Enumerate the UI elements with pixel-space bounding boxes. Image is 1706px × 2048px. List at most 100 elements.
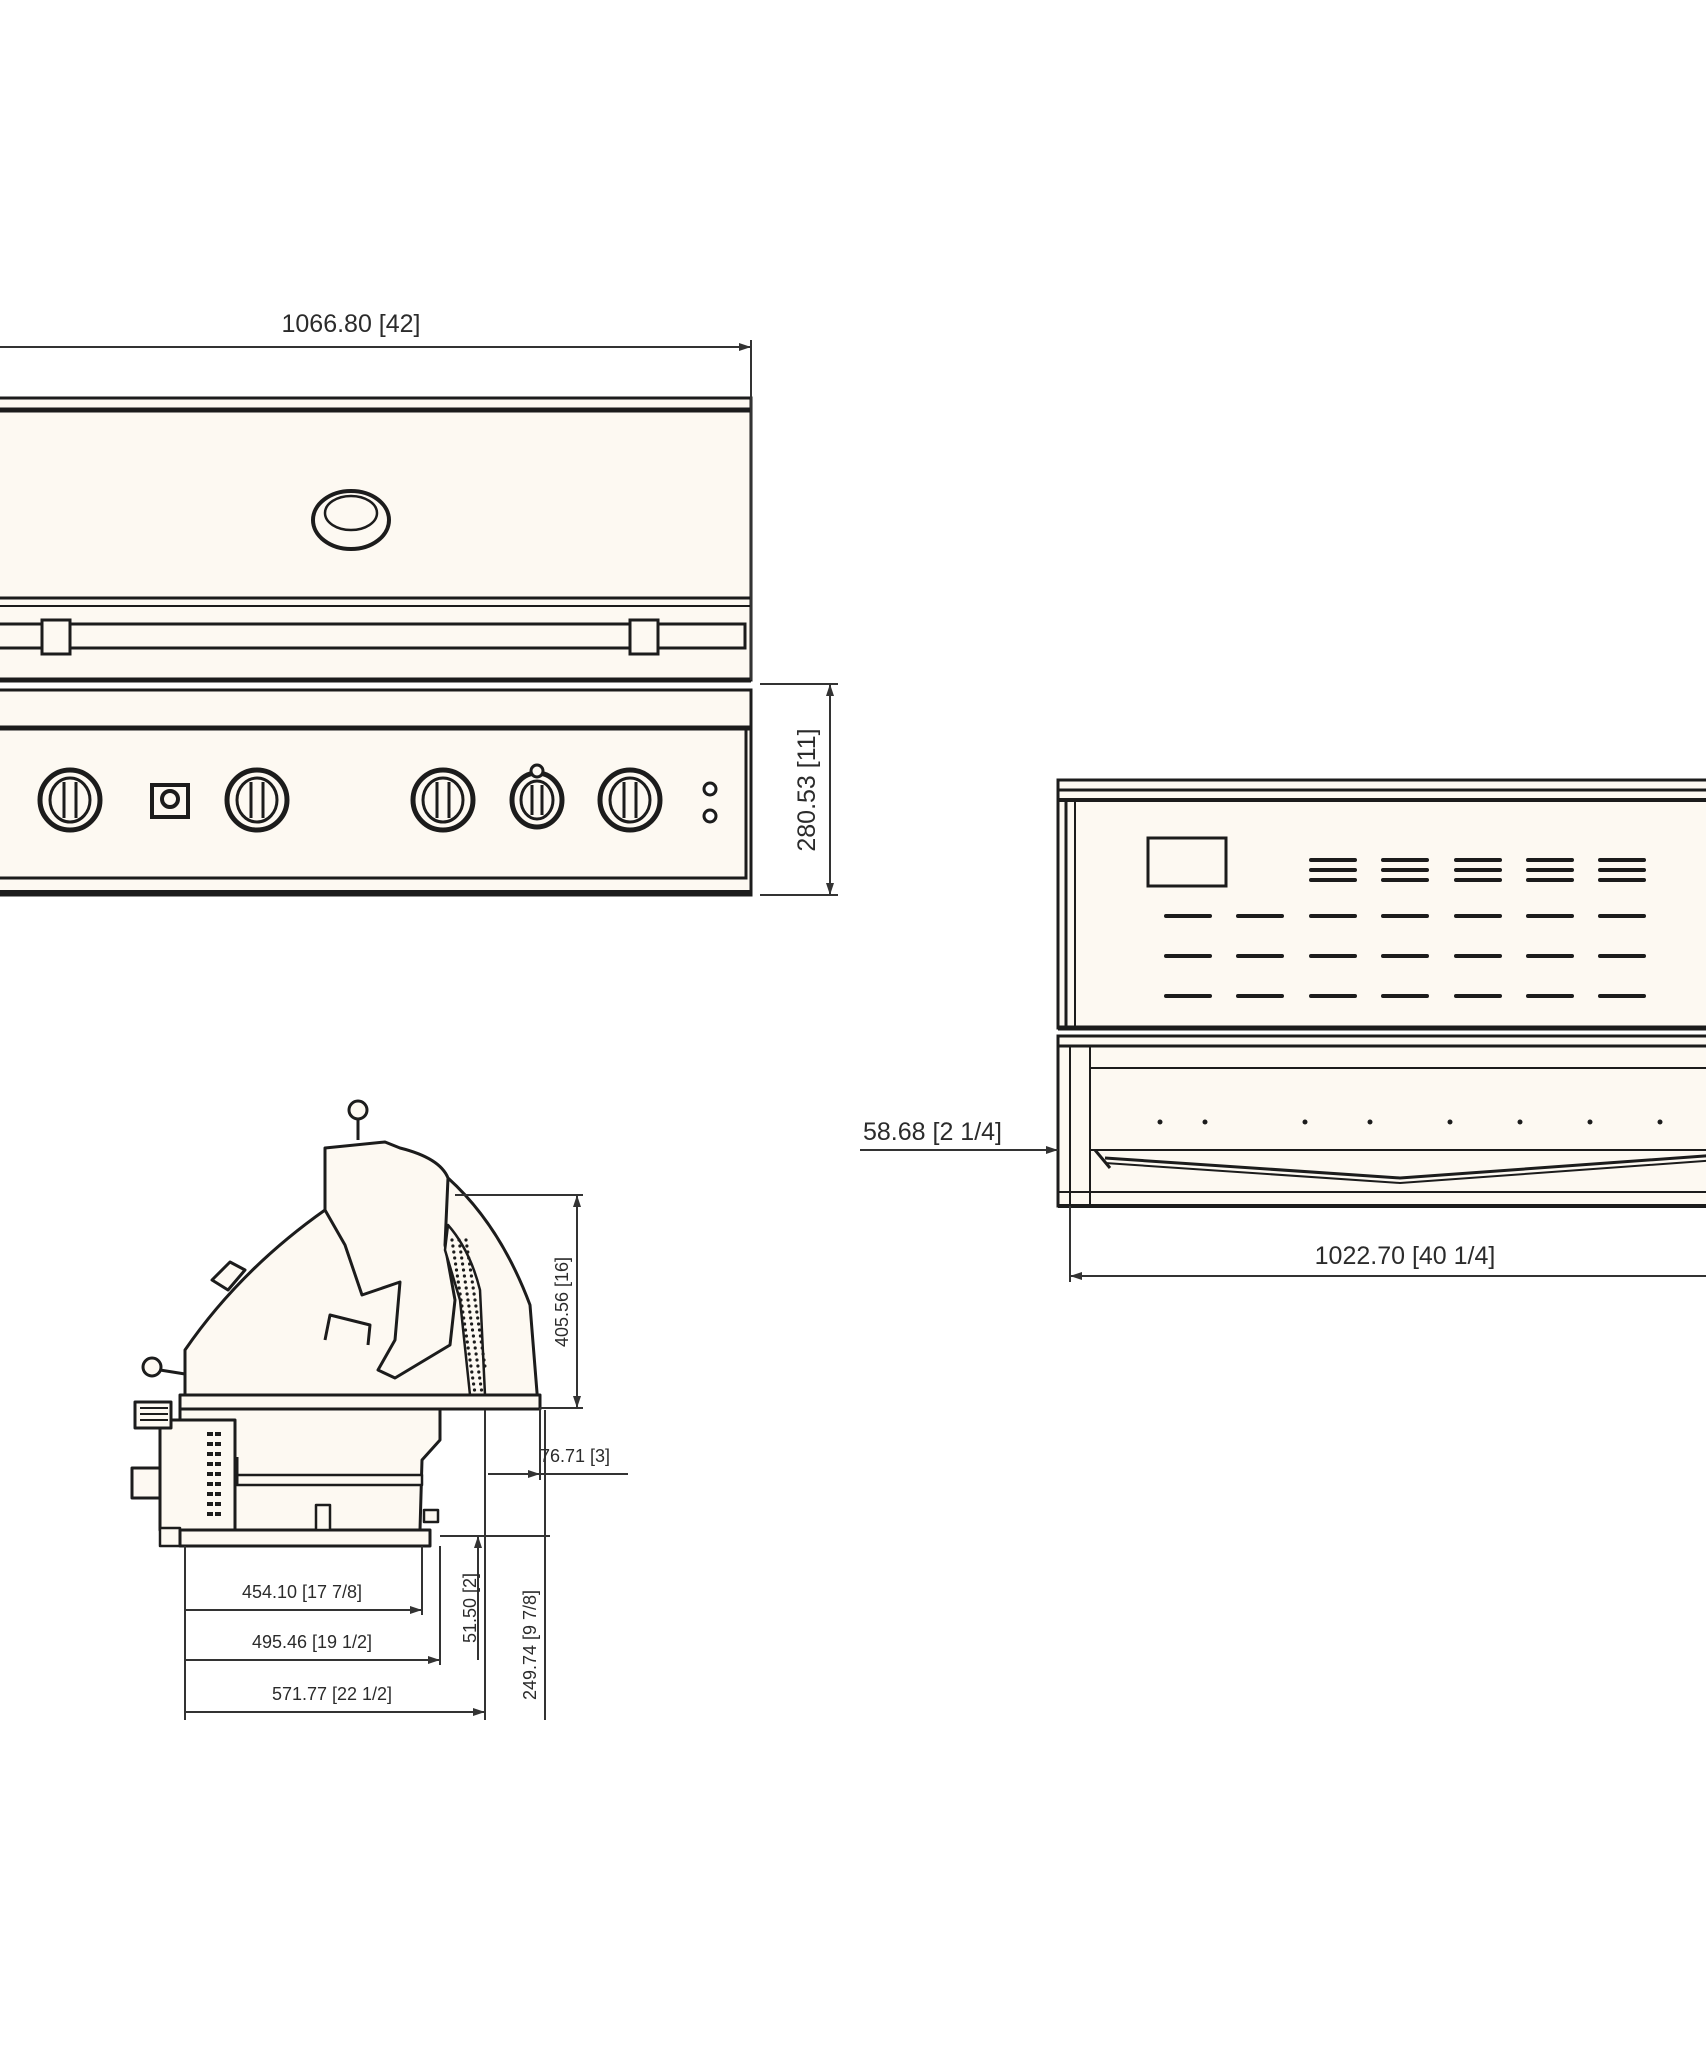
perforation [476,1364,480,1368]
perforation [458,1292,462,1296]
perforation [460,1304,464,1308]
perforation [480,1346,484,1350]
perforation [473,1346,477,1350]
perforation [479,1382,483,1386]
perforation [458,1244,462,1248]
perforation [464,1286,468,1290]
perforation [459,1298,463,1302]
perforation [472,1292,476,1296]
perforation [460,1256,464,1260]
vent-slot [215,1512,221,1516]
handle-bracket-right [628,618,660,656]
perforation [463,1322,467,1326]
burner-knob-4-icon [597,767,663,833]
side-body-depth-label: 495.46 [19 1/2] [252,1632,372,1652]
vent-slot [207,1432,213,1436]
perforation [465,1340,469,1344]
vent-slot [207,1462,213,1466]
perforation [461,1310,465,1314]
vent-slot [207,1502,213,1506]
rear-upper-body [1056,778,1706,1030]
perforation [466,1346,470,1350]
perforation [481,1352,485,1356]
perforation [454,1268,459,1272]
side-overall-depth-label: 571.77 [22 1/2] [272,1684,392,1704]
front-view [0,396,753,897]
rear-lower-body [1056,1034,1706,1208]
rivet [1367,1119,1373,1125]
rear-vent-slots [1160,858,1646,1189]
rear-drip-tray [1104,1154,1706,1180]
perforation [453,1256,457,1260]
perforation [463,1280,467,1284]
vent-slot [215,1462,221,1466]
burner-knob-2-icon [224,767,290,833]
perforation [457,1286,461,1290]
perforation [475,1310,479,1314]
perforation [468,1358,472,1362]
side-rail [235,1473,424,1487]
perforation [472,1388,477,1392]
rivet [1202,1119,1208,1125]
perforation [474,1352,478,1356]
perforation [478,1376,482,1380]
rivet [1517,1119,1523,1125]
perforation [478,1334,482,1338]
perforation [469,1364,473,1368]
rear-depth-offset-label: 58.68 [2 1/4] [863,1118,1002,1146]
rear-view [1056,778,1706,1208]
perforation [470,1280,474,1284]
rear-rivets [1157,1119,1663,1125]
perforation [477,1328,482,1332]
side-body-height-label: 249.74 [9 7/8] [520,1590,540,1700]
perforation [469,1274,473,1278]
front-dimensions [0,340,838,896]
side-vent-slots [207,1432,221,1516]
perforation [471,1376,475,1380]
perforation [483,1364,487,1368]
perforation [479,1340,483,1344]
perforation [467,1352,471,1356]
perforation [474,1304,478,1308]
vent-slot [207,1452,213,1456]
rivet [1447,1119,1453,1125]
perforation [479,1388,484,1392]
perforation [477,1322,481,1326]
vent-slot [207,1442,213,1446]
rivet [1157,1119,1163,1125]
front-control-height-label: 280.53 [11] [793,728,821,851]
vent-slot [207,1492,213,1496]
igniter-button-icon [150,783,190,819]
rotisserie-knob-icon [509,763,565,830]
perforation [464,1238,468,1242]
perforation [464,1334,468,1338]
perforation [468,1262,472,1266]
perforation [450,1238,454,1242]
perforation [470,1322,474,1326]
perforation [467,1304,471,1308]
vent-slot [215,1492,221,1496]
side-thermometer-icon [347,1099,369,1140]
vent-slot [207,1482,213,1486]
rivet [1657,1119,1663,1125]
perforation [466,1250,470,1254]
perforation [471,1334,475,1338]
perforation [465,1244,469,1248]
side-front-drop-label: 51.50 [2] [460,1573,480,1643]
perforation [468,1268,473,1272]
perforation [463,1328,468,1332]
perforation [468,1310,472,1314]
vent-slot [215,1442,221,1446]
side-grease-shield [443,1223,487,1397]
rear-dimensions [860,1146,1706,1282]
front-width-label: 1066.80 [42] [281,310,420,338]
perforation [473,1298,477,1302]
perforation [451,1244,455,1248]
perforation [461,1268,466,1272]
side-dimensions [184,1194,628,1720]
perforation [457,1238,461,1242]
perforation [475,1358,479,1362]
side-handle-knob-icon [141,1356,186,1378]
perforation [454,1262,458,1266]
vent-slot [207,1512,213,1516]
